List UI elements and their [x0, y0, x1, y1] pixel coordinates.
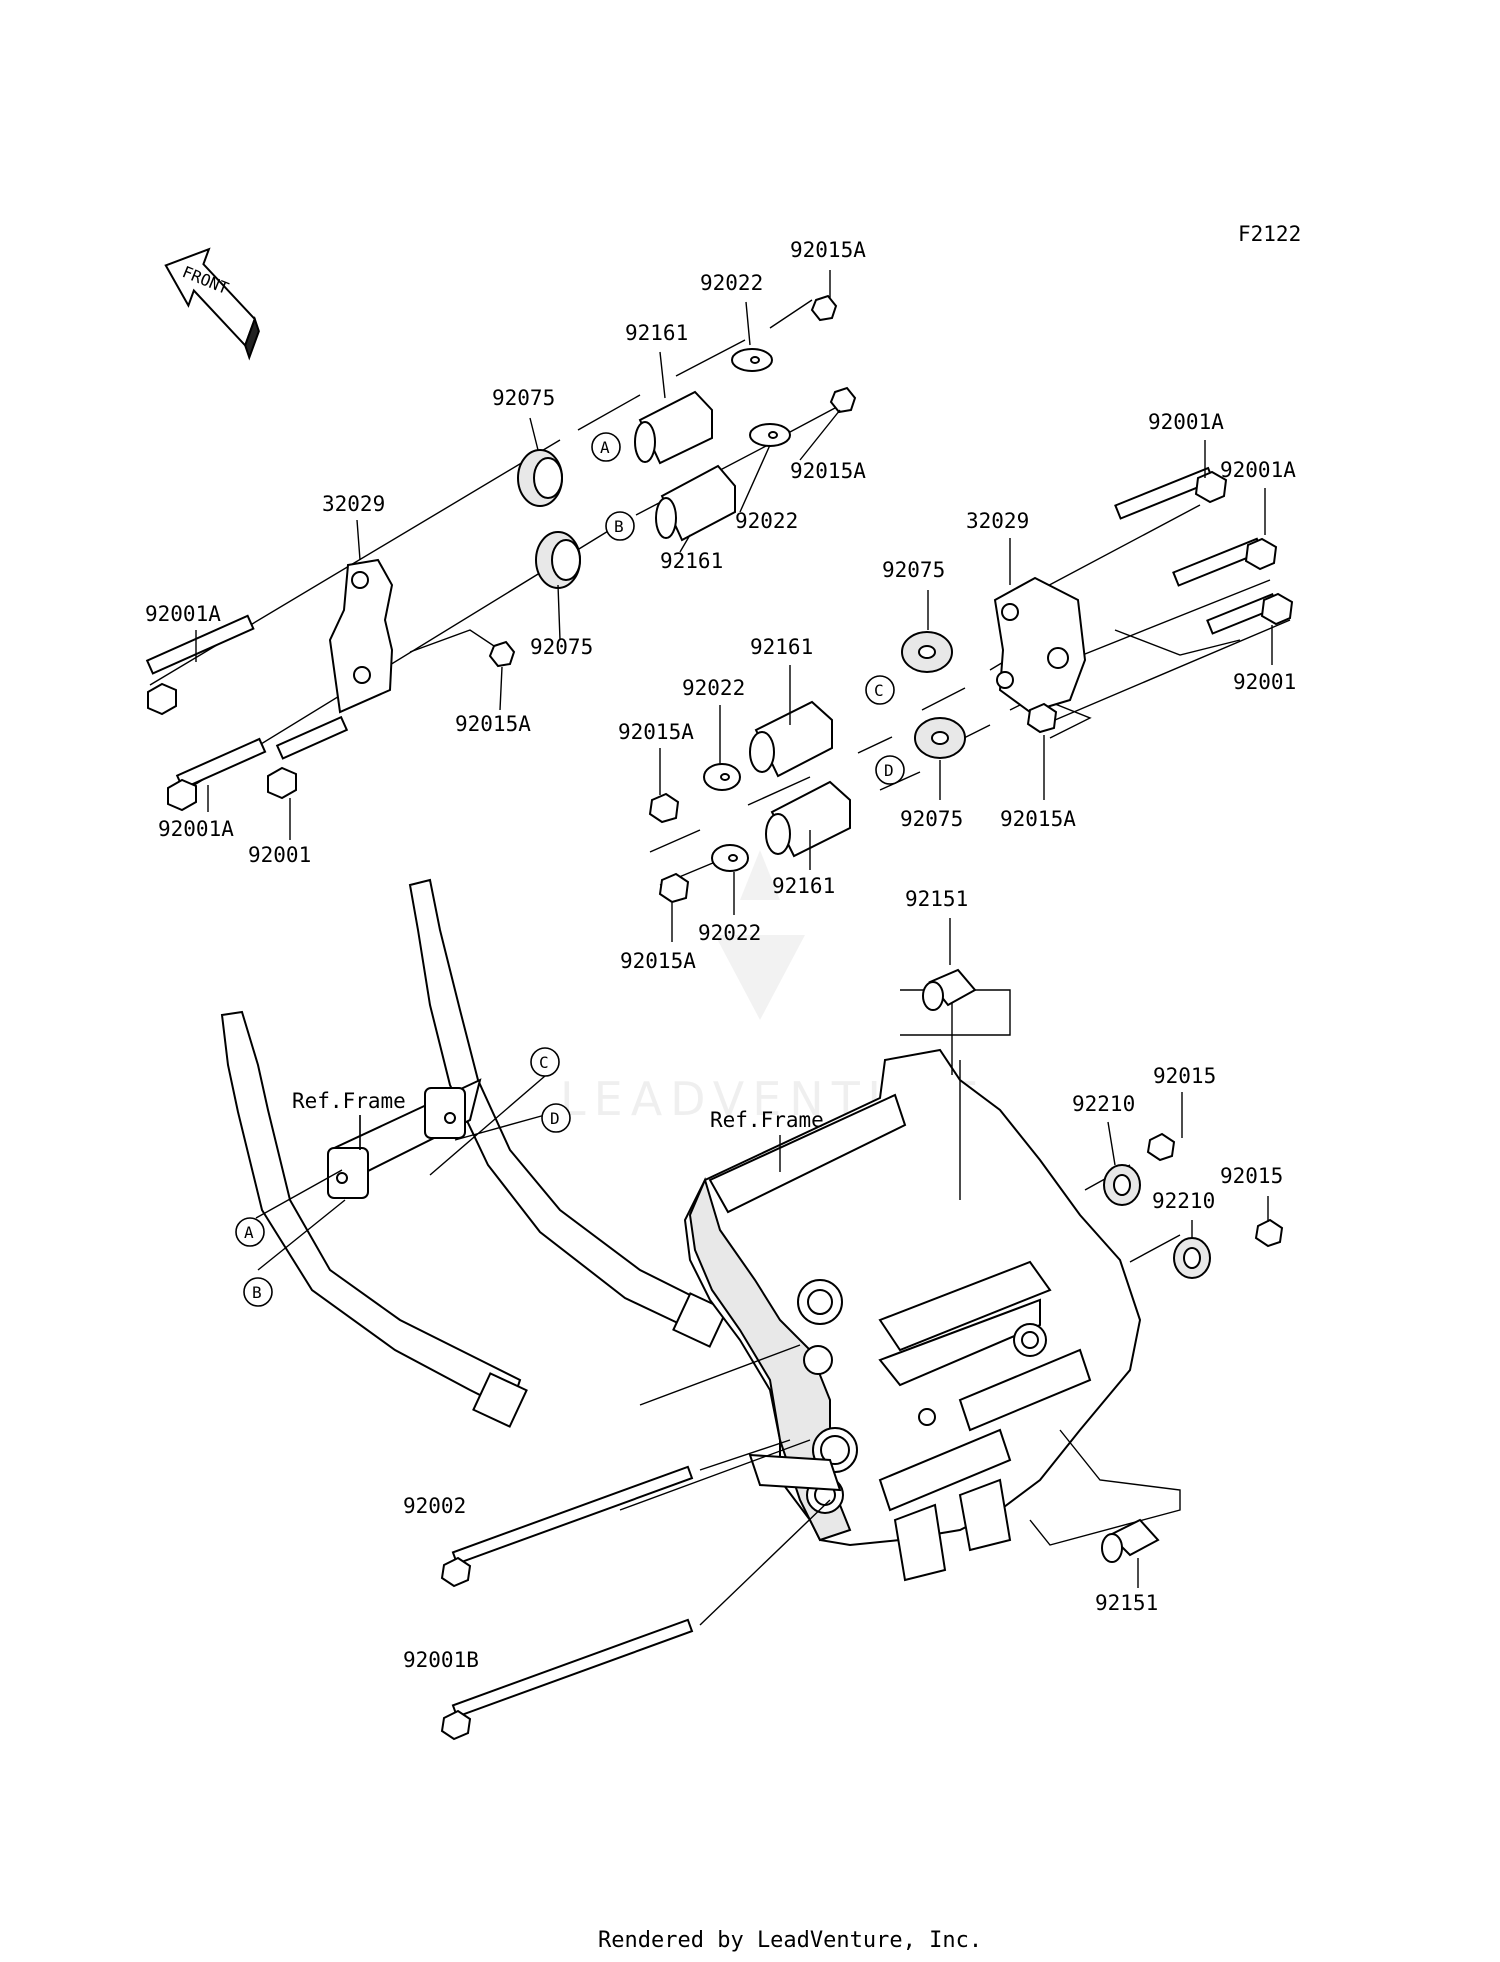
ref-frame-left: Ref.Frame [292, 1089, 406, 1113]
part-label: 92151 [905, 887, 968, 911]
main-frame [440, 968, 1284, 1741]
part-label: 32029 [322, 492, 385, 516]
left-frame-tubes [220, 878, 728, 1428]
part-label: 92022 [698, 921, 761, 945]
part-label: 92161 [750, 635, 813, 659]
callout-c-upper: C [874, 681, 884, 700]
part-label: 92022 [682, 676, 745, 700]
upper-right-mount [648, 466, 1294, 904]
part-label: 92001A [158, 817, 234, 841]
part-label: 92161 [625, 321, 688, 345]
part-label: 92015 [1220, 1164, 1283, 1188]
callout-b-upper: B [614, 517, 624, 536]
part-label: 92210 [1152, 1189, 1215, 1213]
part-label: 92022 [735, 509, 798, 533]
part-label: 92161 [772, 874, 835, 898]
part-label: 92001A [1220, 458, 1296, 482]
part-label: 92001B [403, 1648, 479, 1672]
part-label: 92075 [900, 807, 963, 831]
part-label: 92001 [248, 843, 311, 867]
part-label: 92015A [790, 459, 866, 483]
callout-b-lower: B [252, 1283, 262, 1302]
part-label: 92075 [882, 558, 945, 582]
part-label: 92075 [530, 635, 593, 659]
callout-c-lower: C [539, 1053, 549, 1072]
part-label: 92015A [620, 949, 696, 973]
callout-d-upper: D [884, 761, 894, 780]
part-label: 92151 [1095, 1591, 1158, 1615]
figure-id: F2122 [1238, 222, 1301, 246]
callout-d-lower: D [550, 1109, 560, 1128]
part-label: 92015 [1153, 1064, 1216, 1088]
part-label: 92015A [618, 720, 694, 744]
part-label: 92002 [403, 1494, 466, 1518]
part-label: 92015A [790, 238, 866, 262]
callout-a-lower: A [244, 1223, 254, 1242]
upper-left-mount [145, 294, 857, 812]
callout-a-upper: A [600, 438, 610, 457]
part-label: 92022 [700, 271, 763, 295]
part-label: 92001 [1233, 670, 1296, 694]
part-label: 92015A [1000, 807, 1076, 831]
part-label: 92001A [1148, 410, 1224, 434]
part-label: 32029 [966, 509, 1029, 533]
part-label: 92015A [455, 712, 531, 736]
part-label: 92075 [492, 386, 555, 410]
part-label: 92210 [1072, 1092, 1135, 1116]
front-direction-icon: FRONT [164, 247, 260, 361]
part-label: 92161 [660, 549, 723, 573]
part-label: 92001A [145, 602, 221, 626]
footer-text: Rendered by LeadVenture, Inc. [598, 1928, 982, 1953]
ref-frame-right: Ref.Frame [710, 1108, 824, 1132]
